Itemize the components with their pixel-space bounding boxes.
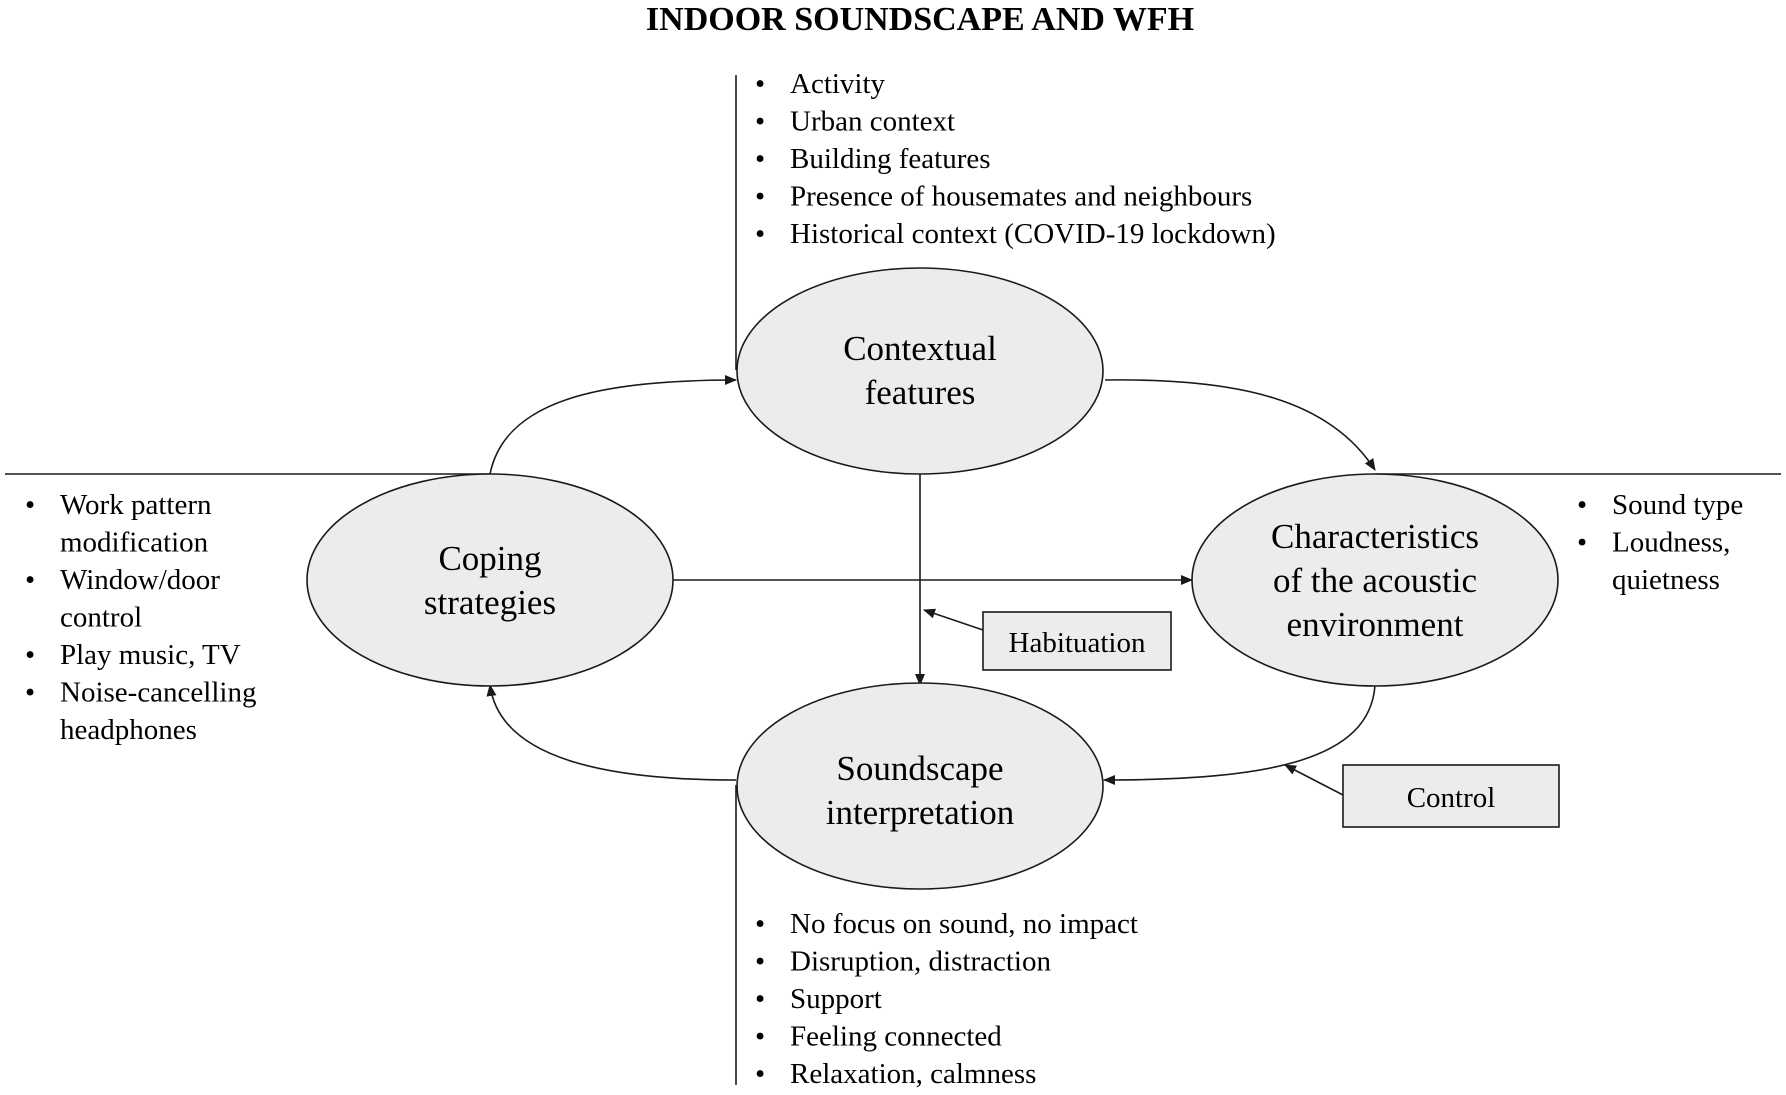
list-item: Loudness, [1612,527,1730,559]
node-coping-line1: Coping [438,539,541,578]
bullet-icon: • [755,218,765,250]
soundscape-interpretation-list: • No focus on sound, no impact • Disruption… [755,908,1138,1090]
coping-strategies-list: • Work pattern modification • Window/door con… [25,489,256,746]
box-control: Control [1342,764,1560,828]
list-item: Presence of housemates and neighbours [790,181,1252,213]
list-item: Relaxation, calmness [790,1058,1036,1090]
bullet-icon: • [755,946,765,978]
box-habituation: Habituation [982,611,1172,671]
node-contextual-line1: Contextual [843,329,997,368]
node-coping-line2: strategies [424,583,556,622]
bullet-icon: • [755,68,765,100]
bullet-icon: • [755,983,765,1015]
arrow-soundscape-to-coping [486,684,737,781]
list-item: Historical context (COVID-19 lockdown) [790,218,1276,250]
arrow-habituation [923,608,984,631]
bullet-icon: • [25,677,35,709]
arrow-contextual-to-characteristics [1104,379,1376,471]
list-item: headphones [60,714,197,746]
list-item: Work pattern [60,489,212,521]
node-contextual-features: Contextual features [736,267,1104,475]
node-characteristics-line3: environment [1287,605,1464,644]
acoustic-characteristics-list: • Sound type • Loudness, quietness [1577,489,1743,596]
list-item: Play music, TV [60,639,241,671]
box-habituation-label: Habituation [1009,627,1146,659]
list-item: Activity [790,68,886,100]
list-item: modification [60,527,209,559]
list-item: quietness [1612,564,1720,596]
bullet-icon: • [755,1058,765,1090]
node-soundscape-line1: Soundscape [836,749,1003,788]
list-item: Urban context [790,106,955,138]
contextual-features-list: • Activity • Urban context • Building feature… [755,68,1276,250]
list-item: No focus on sound, no impact [790,908,1138,940]
arrow-coping-to-contextual [489,375,737,475]
node-characteristics-line1: Characteristics [1271,517,1479,556]
list-item: Sound type [1612,489,1743,521]
node-soundscape-line2: interpretation [826,793,1015,832]
arrow-characteristics-to-soundscape [1103,684,1376,785]
bullet-icon: • [755,106,765,138]
list-item: Building features [790,143,991,175]
bullet-icon: • [25,639,35,671]
bullet-icon: • [25,564,35,596]
node-characteristics-line2: of the acoustic [1273,561,1477,600]
list-item: Noise-cancelling [60,677,256,709]
node-contextual-line2: features [865,373,976,412]
node-coping-strategies: Coping strategies [306,473,674,687]
bullet-icon: • [755,908,765,940]
list-item: control [60,602,142,634]
list-item: Window/door [60,564,220,596]
bullet-icon: • [25,489,35,521]
diagram-title: INDOOR SOUNDSCAPE AND WFH [646,1,1194,38]
list-item: Support [790,983,882,1015]
bullet-icon: • [1577,489,1587,521]
bullet-icon: • [1577,527,1587,559]
bullet-icon: • [755,181,765,213]
list-item: Feeling connected [790,1021,1002,1053]
box-control-label: Control [1407,782,1496,814]
node-characteristics-acoustic-environment: Characteristics of the acoustic environm… [1191,473,1559,687]
arrow-control [1284,764,1344,796]
node-soundscape-interpretation: Soundscape interpretation [736,682,1104,890]
list-item: Disruption, distraction [790,946,1051,978]
bullet-icon: • [755,143,765,175]
bullet-icon: • [755,1021,765,1053]
